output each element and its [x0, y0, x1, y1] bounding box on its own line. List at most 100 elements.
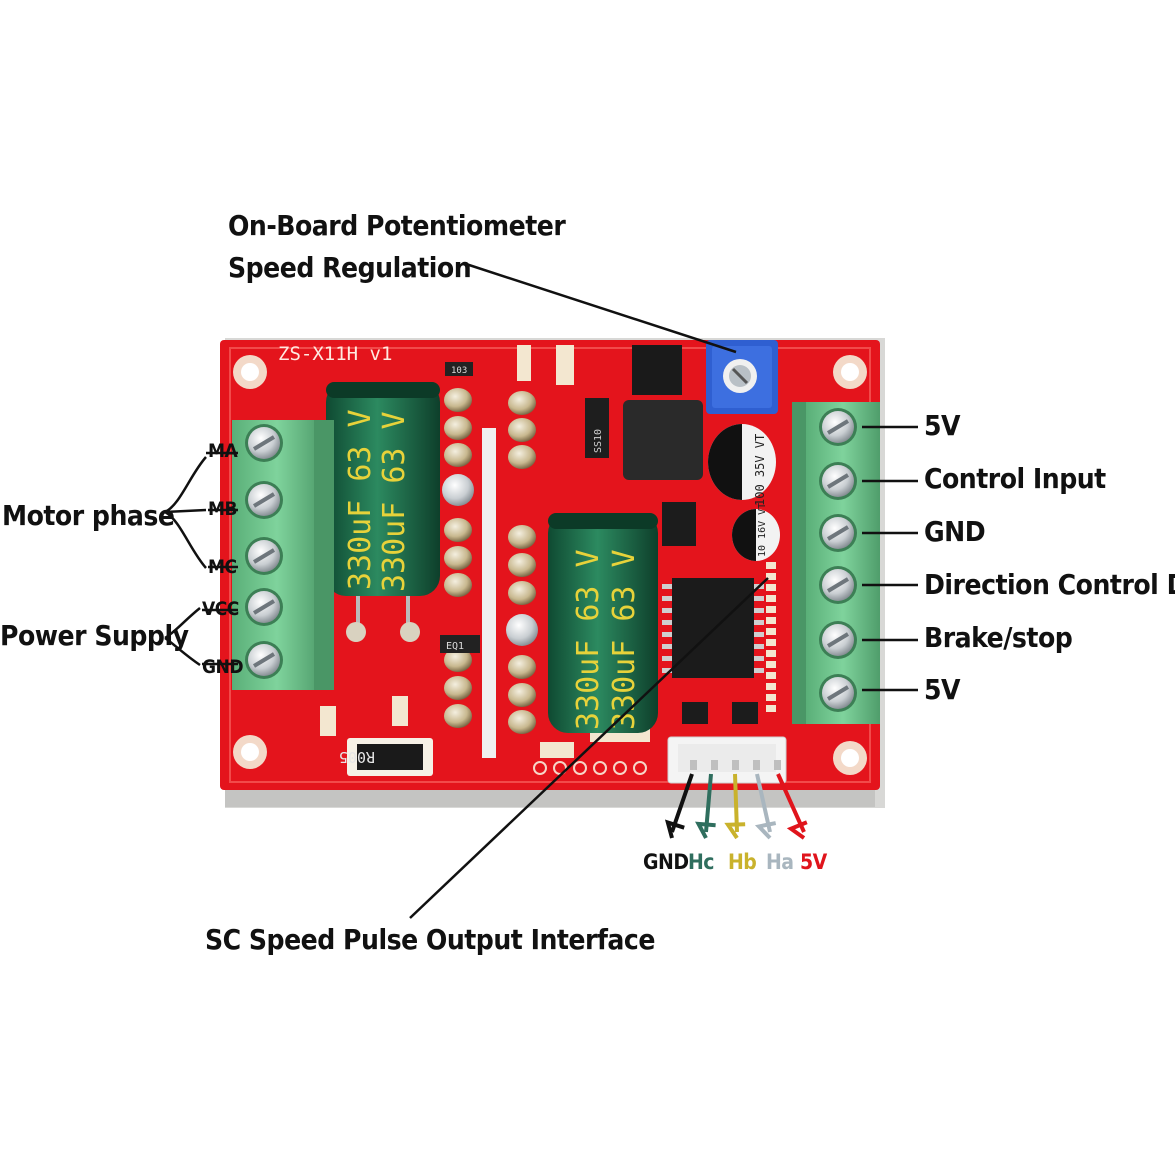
screw-slot [826, 577, 850, 593]
connector-pin [690, 760, 697, 770]
solder-pad [444, 676, 472, 700]
control-terminal-block[interactable] [792, 402, 880, 724]
ic-pin [752, 632, 764, 637]
solder-pad [444, 443, 472, 467]
callout-lines [164, 262, 918, 919]
svg-text:100 35V VT: 100 35V VT [753, 434, 767, 506]
hall-wire-arrow-line [670, 773, 694, 833]
ic-pin [662, 596, 674, 601]
hall-wire-arrowhead [664, 819, 685, 839]
sc-output-label: SC Speed Pulse Output Interface [205, 923, 655, 956]
test-pad [766, 562, 776, 569]
terminal-mc-label: MC [208, 556, 237, 578]
hall-wire-arrow-line [776, 773, 806, 833]
solder-pad [508, 418, 536, 442]
connector-pin [774, 760, 781, 770]
hall-sensor-connector[interactable] [667, 736, 787, 784]
screw-slot [252, 492, 276, 508]
ic-pin [752, 644, 764, 649]
solder-pad [508, 581, 536, 605]
ic-pin [752, 620, 764, 625]
header-pin [613, 761, 627, 775]
ic-pin [662, 584, 674, 589]
test-pad [766, 661, 776, 668]
solder-pad [444, 546, 472, 570]
test-pad [766, 639, 776, 646]
test-pad [766, 584, 776, 591]
solder-pad [444, 388, 472, 412]
ic-pin [752, 596, 764, 601]
screw-slot [826, 685, 850, 701]
screw-slot [252, 435, 276, 451]
mounting-screw [506, 614, 538, 646]
connector-pin [753, 760, 760, 770]
test-pad [766, 595, 776, 602]
screw-slot [826, 525, 850, 541]
mounting-screw [442, 474, 474, 506]
header-pin [533, 761, 547, 775]
motor-phase-label: Motor phase [2, 499, 175, 532]
potentiometer-label-line1: On-Board Potentiometer [228, 209, 566, 242]
potentiometer[interactable] [706, 340, 778, 414]
ic-pin [662, 608, 674, 613]
hall-label-hb: Hb [728, 850, 757, 874]
terminal-gnd-right-label: GND [924, 515, 986, 548]
header-pin [593, 761, 607, 775]
svg-text:10 16V VT: 10 16V VT [757, 503, 768, 557]
solder-pad [444, 704, 472, 728]
test-pad [766, 672, 776, 679]
hall-wire-arrowhead [786, 820, 808, 840]
solder-pad [444, 518, 472, 542]
smd-components: 103 SS10 EQ1 [320, 345, 758, 758]
ic-pin [662, 656, 674, 661]
ic-pin [662, 644, 674, 649]
screw-slot [252, 652, 276, 668]
hall-label-hc: Hc [688, 850, 715, 874]
heatsink-bar [482, 428, 496, 758]
svg-text:SS10: SS10 [593, 429, 604, 453]
solder-pad [508, 553, 536, 577]
solder-pad [444, 648, 472, 672]
test-pad [766, 617, 776, 624]
hall-wire-arrow-line [755, 773, 772, 833]
solder-pad [508, 525, 536, 549]
terminal-5v-bottom-label: 5V [924, 673, 961, 706]
capacitor-left: 330uF 63 V 330uF 63 V [326, 382, 440, 642]
screw-slot [826, 419, 850, 435]
hall-wire-arrows [664, 773, 808, 840]
hall-wire-arrow-line [704, 773, 713, 833]
test-pad [766, 683, 776, 690]
terminal-brake-label: Brake/stop [924, 621, 1073, 654]
ic-pin [752, 656, 764, 661]
solder-pad [444, 416, 472, 440]
screw-slot [826, 632, 850, 648]
mounting-hole [233, 355, 867, 775]
test-pad [766, 573, 776, 580]
hall-wire-arrow-line [733, 773, 739, 833]
svg-text:330uF 63 V: 330uF 63 V [343, 409, 378, 590]
transistor-pads [442, 388, 538, 734]
test-pad [766, 705, 776, 712]
solder-pad [508, 710, 536, 734]
header-pin [633, 761, 647, 775]
svg-text:330uF 63 V: 330uF 63 V [377, 411, 412, 592]
test-pad [766, 628, 776, 635]
solder-pad [508, 683, 536, 707]
test-pad [766, 606, 776, 613]
motor-power-terminal-block[interactable] [232, 420, 334, 690]
solder-pad [508, 391, 536, 415]
shunt-resistor: R005 [339, 738, 433, 776]
connector-pin [711, 760, 718, 770]
driver-ic [662, 578, 764, 678]
small-capacitor-10uf: 10 16V VT [732, 503, 780, 561]
potentiometer-label-line2: Speed Regulation [228, 251, 472, 284]
ic-pin [662, 668, 674, 673]
svg-text:330uF 63 V: 330uF 63 V [571, 549, 606, 730]
screw-slot [826, 473, 850, 489]
terminal-gnd-label: GND [202, 656, 244, 678]
header-pin [573, 761, 587, 775]
terminal-5v-top-label: 5V [924, 409, 961, 442]
ic-pin [662, 620, 674, 625]
solder-pad [444, 573, 472, 597]
